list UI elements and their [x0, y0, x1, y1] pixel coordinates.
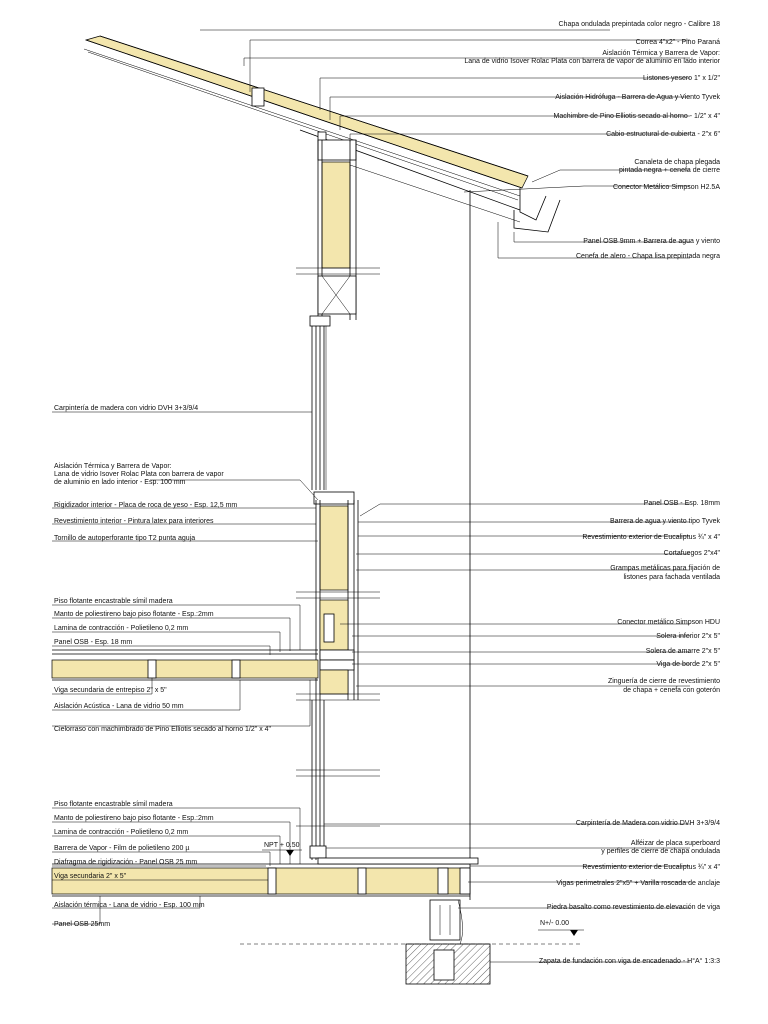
label-piso-flotante-1: Piso flotante encastrable símil madera — [54, 598, 173, 605]
label-panel-osb-18-floor: Panel OSB - Esp. 18 mm — [54, 639, 132, 646]
label-canaleta-2: pintada negra + cenefa de cierre — [619, 167, 720, 174]
level-nt-marker — [570, 930, 578, 936]
label-tornillo: Tornillo de autoperforante tipo T2 punta… — [54, 535, 195, 542]
label-carpinteria-dvh: Carpintería de madera con vidrio DVH 3+3… — [54, 405, 198, 412]
label-viga-secundaria: Viga secundaria 2" x 5" — [54, 873, 127, 880]
label-grampas-1: Grampas metálicas para fijación de — [610, 565, 720, 572]
label-piedra-basalto: Piedra basalto como revestimiento de ele… — [547, 904, 720, 911]
label-conector-h25a: Conector Metálico Simpson H2.5A — [613, 184, 720, 191]
label-aislacion-termica-roof-2: Lana de vidrio Isover Rolac Plata con ba… — [464, 58, 720, 65]
label-revestimiento-interior: Revestimiento interior - Pintura latex p… — [54, 518, 214, 525]
label-barrera-vapor: Barrera de Vapor - Film de polietileno 2… — [54, 845, 189, 852]
label-chapa-ondulada: Chapa ondulada prepintada color negro - … — [559, 21, 721, 28]
label-diafragma: Diafragma de rigidización - Panel OSB 25… — [54, 859, 197, 866]
label-solera-amarre: Solera de amarre 2"x 5" — [646, 648, 721, 655]
roof-assembly — [83, 35, 561, 233]
label-barrera-tyvek: Barrera de agua y viento tipo Tyvek — [610, 518, 720, 525]
floor-insulation-thermal — [51, 867, 471, 895]
label-alfeizar-1: Alféizar de placa superboard — [631, 840, 720, 847]
label-zinguerla-1: Zinguería de cierre de revestimiento — [608, 678, 720, 685]
label-aislacion-hidrofuga: Aislación Hidrófuga - Barrera de Agua y … — [555, 94, 720, 101]
label-lamina-2: Lamina de contracción - Polietileno 0,2 … — [54, 829, 188, 836]
label-manto-2: Manto de poliestireno bajo piso flotante… — [54, 815, 214, 822]
label-machimbre: Machimbre de Pino Elliotis secado al hor… — [554, 113, 721, 120]
label-vigas-perimetrales: Vigas perimetrales 2"x5" + Varilla rosca… — [556, 880, 720, 887]
label-alfeizar-2: y perfiles de cierre de chapa ondulada — [601, 848, 720, 855]
gutter — [519, 188, 547, 221]
wall-insulation-upper — [321, 161, 351, 269]
wall-insulation-middle — [319, 505, 349, 591]
ground-floor — [51, 857, 580, 985]
window-upper — [311, 326, 327, 490]
label-panel-osb-25: Panel OSB 25mm — [54, 921, 110, 928]
label-listones: Listones yesero 1" x 1/2" — [643, 75, 720, 82]
right-annotations: Chapa ondulada prepintada color negro - … — [200, 21, 721, 965]
label-aislacion-wall-3: de aluminio en lado interior - Esp. 100 … — [54, 479, 186, 486]
label-canaleta-1: Canaleta de chapa plegada — [634, 159, 720, 166]
floor-insulation-acoustic — [51, 659, 319, 679]
level-npt-marker — [286, 850, 294, 856]
label-aislacion-termica-floor: Aislación térmica - Lana de vidrio - Esp… — [54, 902, 205, 909]
label-conector-hdu: Conector metálico Simpson HDU — [617, 619, 720, 626]
roof-insulation — [84, 35, 529, 189]
label-panel-osb-18-wall: Panel OSB - Esp. 18mm — [644, 500, 720, 507]
middle-wall — [296, 491, 380, 701]
label-viga-secundaria-entrepiso: Viga secundaria de entrepiso 2" x 5" — [54, 687, 167, 694]
label-cabio: Cabio estructural de cubierta - 2"x 6" — [606, 131, 720, 138]
label-zinguerla-2: de chapa + cenefa con goterón — [623, 687, 720, 694]
label-revestimiento-eucaliptus-2: Revestimiento exterior de Eucaliptus ¾" … — [582, 864, 720, 871]
upper-wall — [296, 139, 380, 327]
label-rigidizador: Rigidizador interior - Placa de roca de … — [54, 502, 237, 509]
label-aislacion-wall-2: Lana de vidrio Isover Rolac Plata con ba… — [54, 471, 224, 478]
label-correa: Correa 4"x2" - Pino Paraná — [636, 39, 720, 46]
hdu-connector — [323, 613, 335, 643]
label-manto-1: Manto de poliestireno bajo piso flotante… — [54, 611, 214, 618]
label-revestimiento-eucaliptus-1: Revestimiento exterior de Eucaliptus ¾" … — [582, 534, 720, 541]
label-solera-inferior: Solera inferior 2"x 5" — [656, 633, 720, 640]
lower-wall — [296, 700, 380, 860]
level-npt: NPT + 0.50 — [264, 842, 300, 849]
left-annotations: Carpintería de madera con vidrio DVH 3+3… — [52, 405, 319, 928]
label-viga-borde: Viga de borde 2"x 5" — [656, 661, 720, 668]
label-cenefa-alero: Cenefa de alero - Chapa lisa prepintada … — [576, 253, 720, 260]
level-marks: NPT + 0.50 N+/- 0.00 — [262, 842, 584, 936]
label-zapata: Zapata de fundación con viga de encadena… — [539, 957, 720, 965]
label-grampas-2: listones para fachada ventilada — [623, 574, 720, 581]
label-lamina-1: Lamina de contracción - Polietileno 0,2 … — [54, 625, 188, 632]
purlin — [251, 87, 265, 107]
label-aislacion-wall-1: Aislación Térmica y Barrera de Vapor: — [54, 463, 172, 470]
label-aislacion-termica-roof-1: Aislación Térmica y Barrera de Vapor: — [602, 50, 720, 57]
label-cortafuegos: Cortafuegos 2"x4" — [664, 550, 721, 557]
label-aislacion-acustica: Aislación Acústica - Lana de vidrio 50 m… — [54, 703, 184, 710]
label-piso-flotante-2: Piso flotante encastrable símil madera — [54, 801, 173, 808]
level-nt: N+/- 0.00 — [540, 920, 569, 927]
intermediate-floor — [51, 649, 319, 681]
label-carpinteria-madera: Carpintería de Madera con vidrio DVH 3+3… — [576, 820, 720, 827]
label-cielorraso: Cielorraso con machimbrado de Pino Ellio… — [54, 726, 272, 733]
label-panel-osb-9: Panel OSB 9mm + Barrera de agua y viento — [583, 238, 720, 245]
